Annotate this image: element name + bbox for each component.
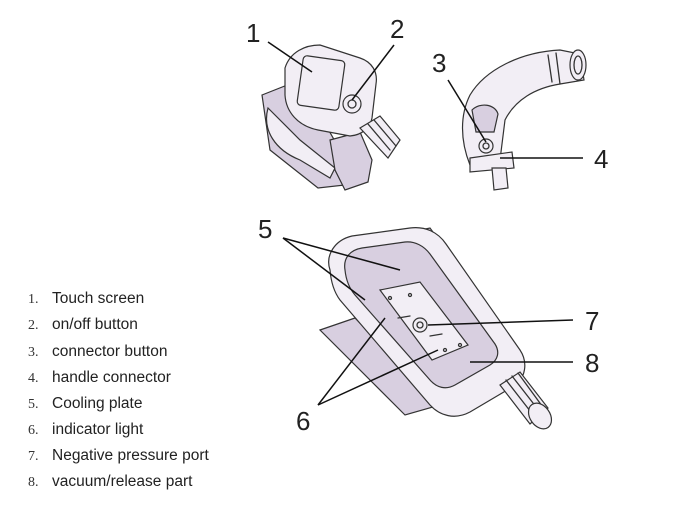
legend-text: vacuum/release part — [52, 473, 193, 490]
callout-7: 7 — [585, 306, 599, 336]
negative-pressure-port — [412, 317, 428, 333]
connector-button — [478, 138, 494, 154]
legend-item: 8. vacuum/release part — [28, 473, 192, 491]
touch-screen — [296, 55, 346, 111]
legend-item: 3. connector button — [28, 343, 167, 361]
callout-5: 5 — [258, 214, 272, 244]
callout-3: 3 — [432, 48, 446, 78]
legend-number: 2. — [28, 318, 39, 333]
applicator — [318, 227, 553, 430]
callout-4: 4 — [594, 144, 608, 174]
on-off-button — [342, 94, 362, 114]
legend-text: connector button — [52, 343, 168, 360]
legend-item: 5. Cooling plate — [28, 395, 142, 413]
legend-number: 1. — [28, 292, 39, 307]
legend-number: 3. — [28, 345, 39, 360]
legend-text: Negative pressure port — [52, 447, 209, 464]
handle-connector — [461, 49, 587, 191]
callout-1: 1 — [246, 18, 260, 48]
legend-text: Cooling plate — [52, 395, 143, 412]
legend-item: 4. handle connector — [28, 369, 171, 387]
legend-item: 2. on/off button — [28, 316, 138, 334]
callout-6: 6 — [296, 406, 310, 436]
callout-2: 2 — [390, 14, 404, 44]
callout-8: 8 — [585, 348, 599, 378]
legend-item: 1. Touch screen — [28, 290, 144, 308]
legend-text: Touch screen — [52, 290, 145, 307]
legend-item: 6. indicator light — [28, 421, 143, 439]
legend-number: 6. — [28, 423, 39, 438]
leader-lines — [267, 41, 583, 406]
legend-text: handle connector — [52, 369, 171, 386]
legend-text: on/off button — [52, 316, 138, 333]
legend-item: 7. Negative pressure port — [28, 447, 209, 465]
legend-number: 4. — [28, 371, 39, 386]
legend-number: 7. — [28, 449, 39, 464]
legend-text: indicator light — [52, 421, 144, 438]
legend-number: 5. — [28, 397, 39, 412]
legend-number: 8. — [28, 475, 39, 490]
handle-top-view — [261, 44, 401, 191]
